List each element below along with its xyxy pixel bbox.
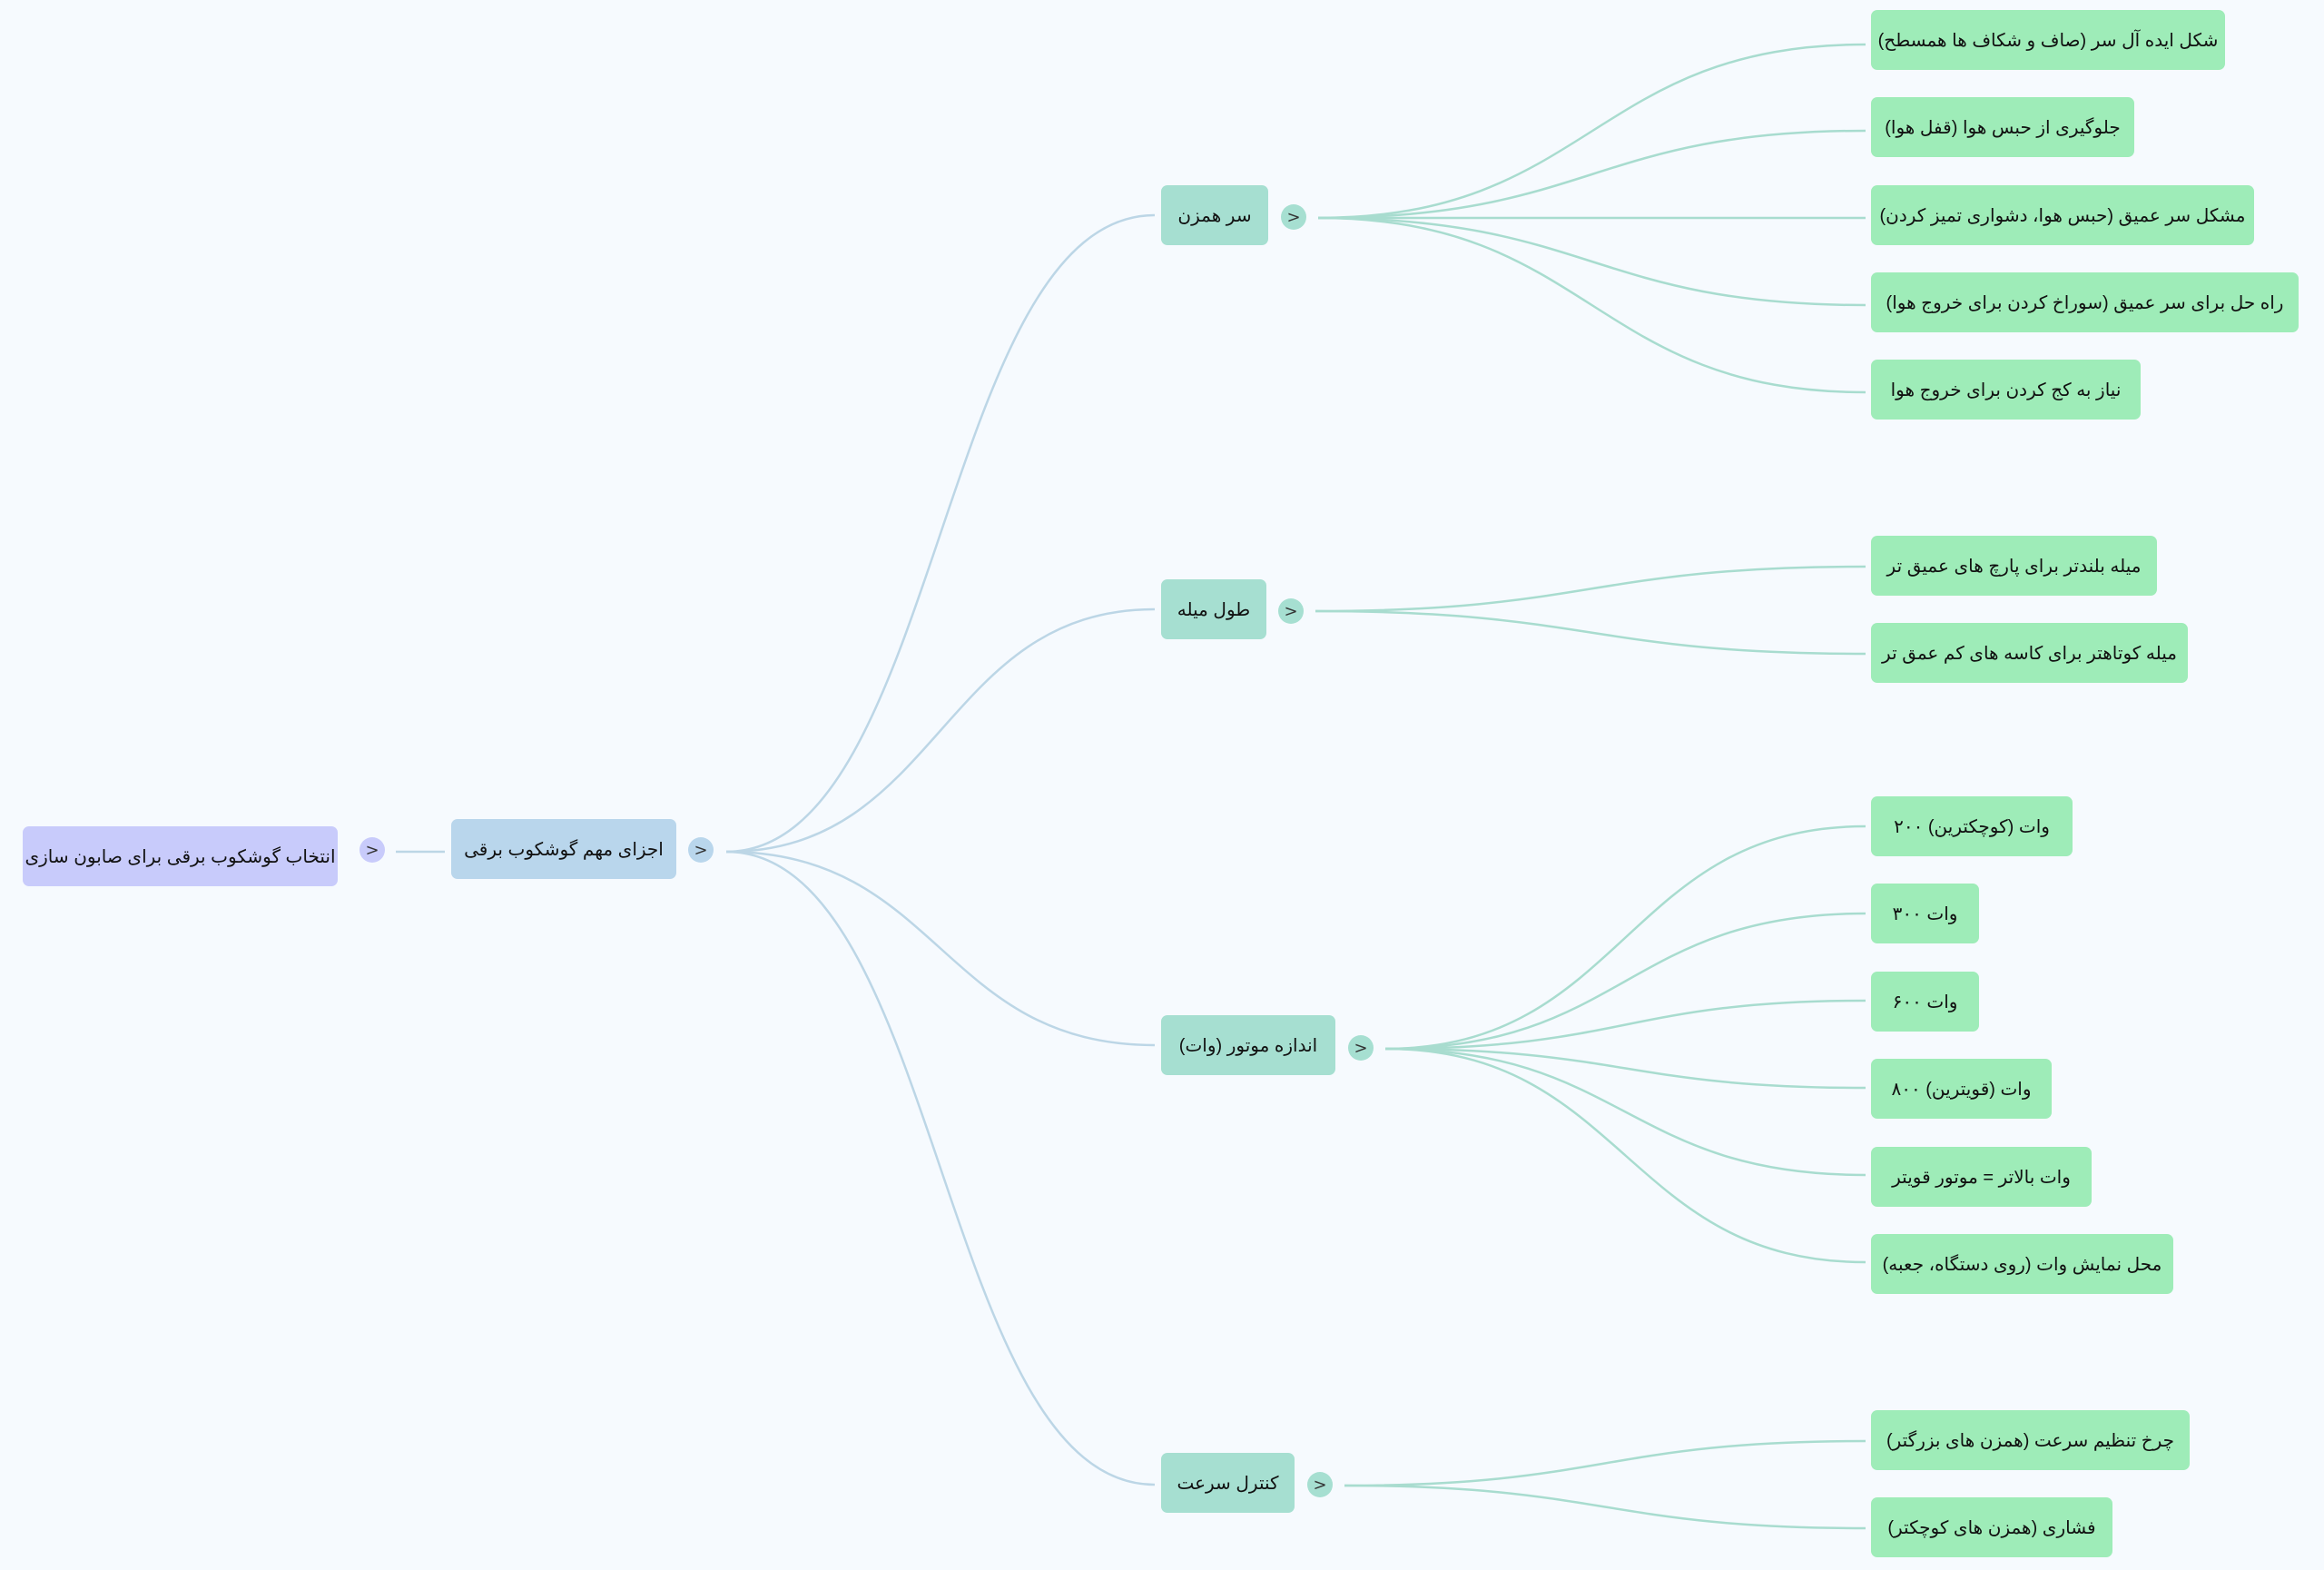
link-branch-to-leaf (1384, 999, 1866, 1051)
link-branch-to-leaf (1384, 1047, 1866, 1177)
leaf-node[interactable]: میله کوتاهتر برای کاسه های کم عمق تر (1871, 623, 2188, 683)
link-level1-to-branch (725, 850, 1156, 1486)
branch-node-speed-control[interactable]: کنترل سرعت (1161, 1453, 1295, 1513)
leaf-node[interactable]: وات (کوچکترین) ۲۰۰ (1871, 796, 2073, 856)
link-level1-to-branch (725, 213, 1156, 854)
leaf-node[interactable]: شکل ایده آل سر (صاف و شکاف ها همسطح) (1871, 10, 2225, 70)
link-branch-to-leaf (1384, 824, 1866, 1051)
link-branch-to-leaf (1315, 609, 1866, 656)
level1-node[interactable]: اجزای مهم گوشکوب برقی (451, 819, 676, 879)
leaf-node[interactable]: چرخ تنظیم سرعت (همزن های بزرگتر) (1871, 1410, 2190, 1470)
link-branch-to-leaf (1384, 912, 1866, 1051)
branch-collapse-toggle[interactable]: > (1278, 598, 1304, 624)
root-collapse-toggle[interactable]: > (359, 837, 385, 863)
leaf-node[interactable]: فشاری (همزن های کوچکتر) (1871, 1497, 2112, 1557)
leaf-node[interactable]: جلوگیری از حبس هوا (قفل هوا) (1871, 97, 2134, 157)
link-branch-to-leaf (1317, 216, 1866, 307)
leaf-node[interactable]: وات ۳۰۰ (1871, 884, 1979, 943)
link-level1-to-branch (725, 607, 1156, 854)
link-level1-to-branch (725, 850, 1156, 1047)
branch-node-motor-size[interactable]: اندازه موتور (وات) (1161, 1015, 1335, 1075)
link-branch-to-leaf (1317, 43, 1866, 220)
leaf-node[interactable]: مشکل سر عمیق (حبس هوا، دشواری تمیز کردن) (1871, 185, 2254, 245)
level1-collapse-toggle[interactable]: > (688, 837, 714, 863)
leaf-node[interactable]: محل نمایش وات (روی دستگاه، جعبه) (1871, 1234, 2173, 1294)
link-branch-to-leaf (1317, 129, 1866, 220)
leaf-node[interactable]: وات (قویترین) ۸۰۰ (1871, 1059, 2052, 1119)
branch-node-shaft-length[interactable]: طول میله (1161, 579, 1266, 639)
leaf-node[interactable]: نیاز به کج کردن برای خروج هوا (1871, 360, 2141, 420)
leaf-node[interactable]: میله بلندتر برای پارچ های عمیق تر (1871, 536, 2157, 596)
branch-collapse-toggle[interactable]: > (1307, 1472, 1333, 1497)
leaf-node[interactable]: وات بالاتر = موتور قویتر (1871, 1147, 2092, 1207)
link-branch-to-leaf (1317, 216, 1866, 394)
link-branch-to-leaf (1344, 1439, 1866, 1487)
link-branch-to-leaf (1344, 1484, 1866, 1530)
root-node[interactable]: انتخاب گوشکوب برقی برای صابون سازی (23, 826, 338, 886)
branch-collapse-toggle[interactable]: > (1348, 1035, 1374, 1061)
link-branch-to-leaf (1315, 565, 1866, 613)
branch-collapse-toggle[interactable]: > (1281, 204, 1306, 230)
link-branch-to-leaf (1384, 1047, 1866, 1090)
leaf-node[interactable]: وات ۶۰۰ (1871, 972, 1979, 1032)
branch-node-mixer-head[interactable]: سر همزن (1161, 185, 1268, 245)
link-branch-to-leaf (1384, 1047, 1866, 1264)
leaf-node[interactable]: راه حل برای سر عمیق (سوراخ کردن برای خرو… (1871, 272, 2299, 332)
